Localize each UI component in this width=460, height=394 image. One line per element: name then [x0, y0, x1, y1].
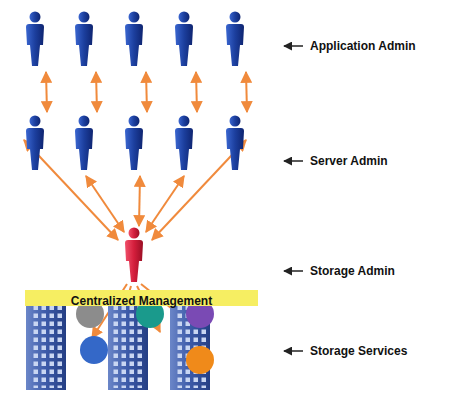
leader-arrows	[284, 46, 303, 351]
storage-admin-figure	[125, 228, 143, 283]
storage-discs	[76, 300, 214, 374]
level-label: Storage Admin	[310, 263, 395, 279]
level-label: Application Admin	[310, 38, 416, 54]
application-admin-figures	[26, 12, 244, 67]
management-band: Centralized Management	[25, 290, 258, 306]
level-label: Server Admin	[310, 153, 388, 169]
band-text: Centralized Management	[71, 294, 212, 308]
server-admin-figures	[26, 116, 244, 171]
storage-buildings	[26, 300, 210, 390]
level-label: Storage Services	[310, 343, 407, 359]
